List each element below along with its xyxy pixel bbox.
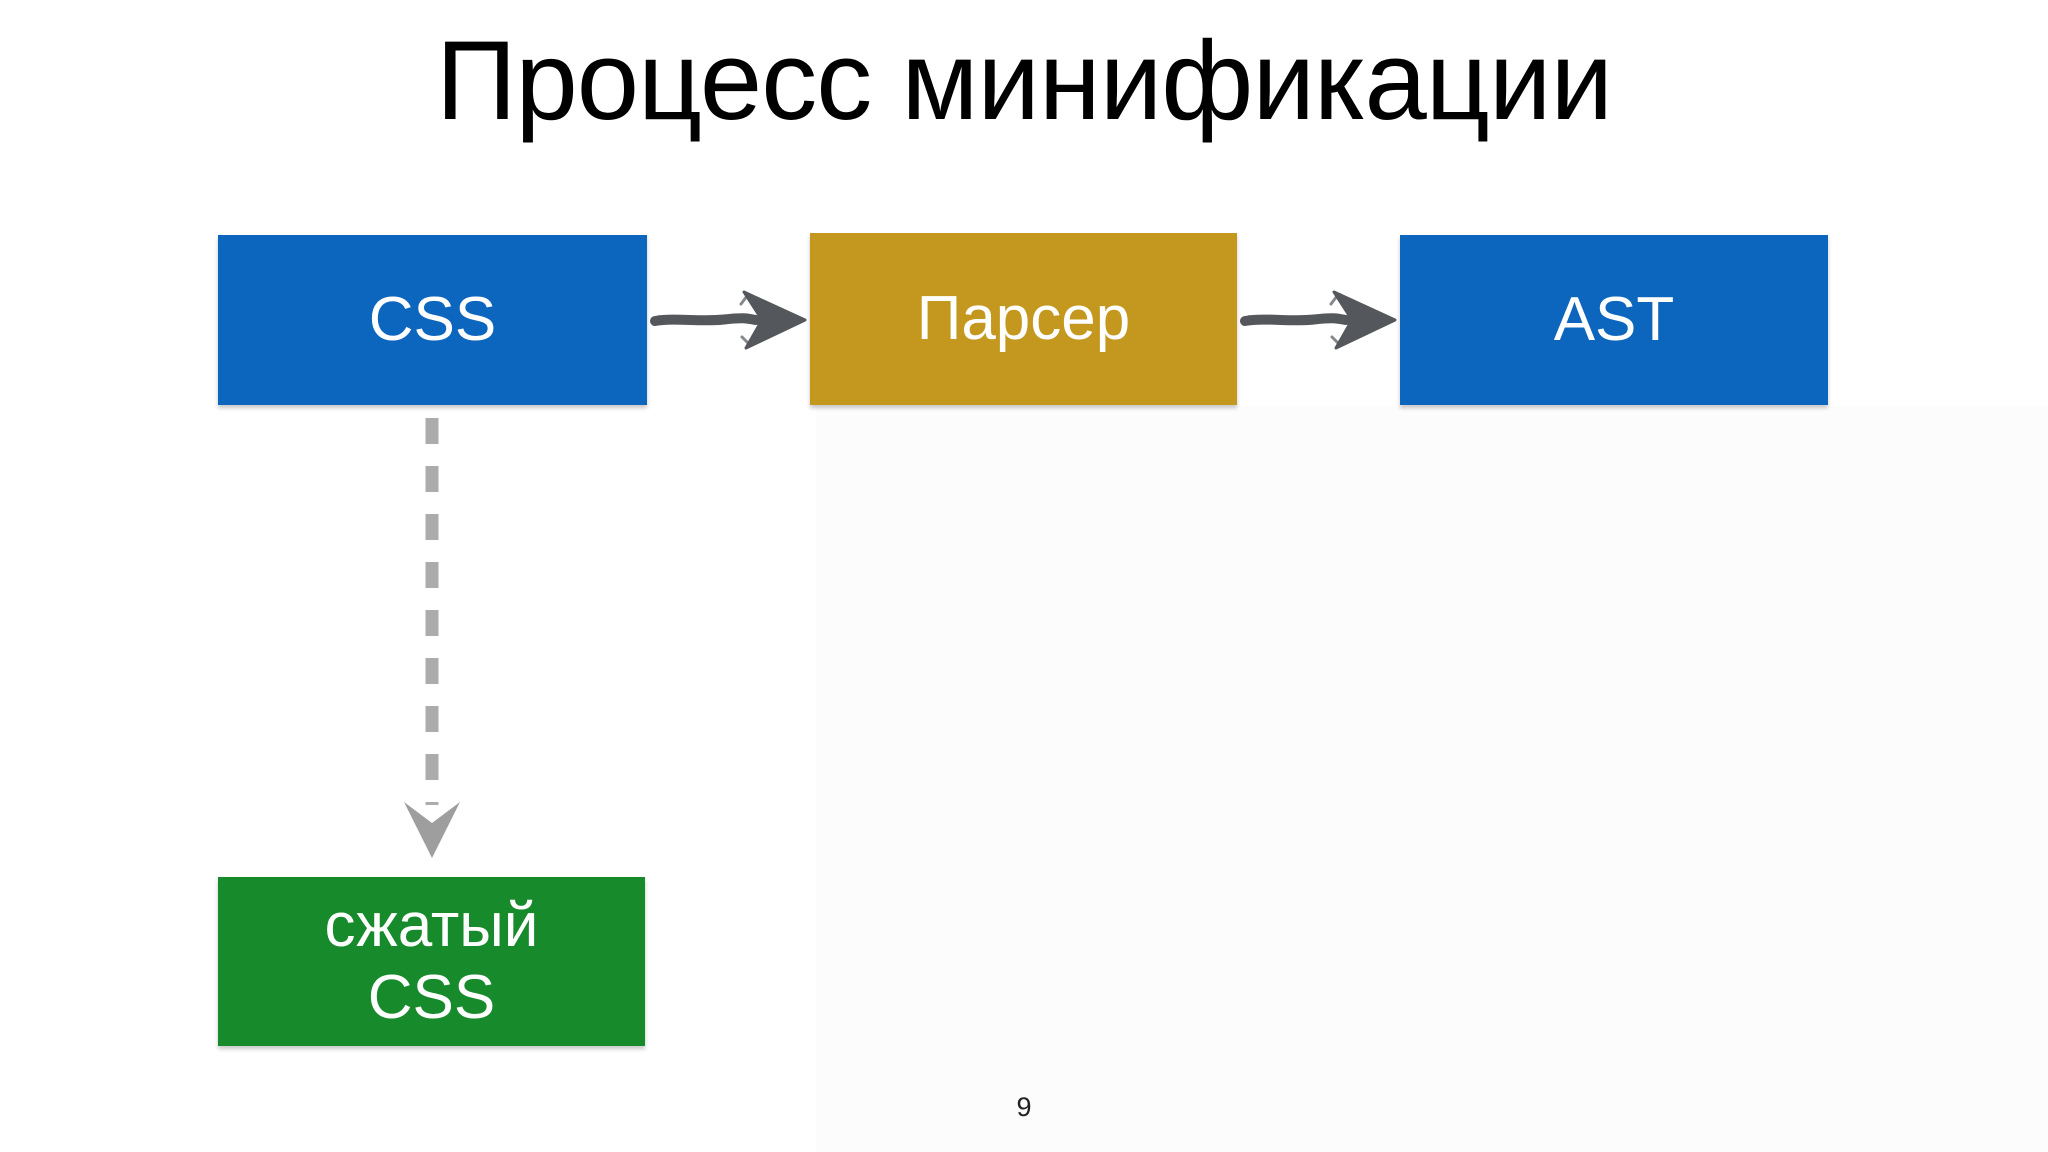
node-minified-css-label-line2: CSS xyxy=(367,962,496,1032)
node-parser-label: Парсер xyxy=(916,284,1131,354)
page-number: 9 xyxy=(1016,1092,1032,1122)
node-ast-label: AST xyxy=(1553,285,1675,355)
arrow-down-dashed-icon xyxy=(404,418,460,858)
arrow-right-icon xyxy=(1240,290,1397,350)
node-minified-css-label-line1: сжатый xyxy=(324,890,539,960)
node-minified-css: сжатый CSS xyxy=(218,877,645,1046)
node-minified-css-label: сжатый CSS xyxy=(325,890,539,1034)
background-shade xyxy=(816,406,2048,1152)
arrow-right-icon xyxy=(650,290,807,350)
node-css-label: CSS xyxy=(368,285,497,355)
node-ast: AST xyxy=(1400,235,1828,405)
node-css: CSS xyxy=(218,235,647,405)
slide-title: Процесс минификации xyxy=(435,18,1613,143)
node-parser: Парсер xyxy=(810,233,1237,405)
